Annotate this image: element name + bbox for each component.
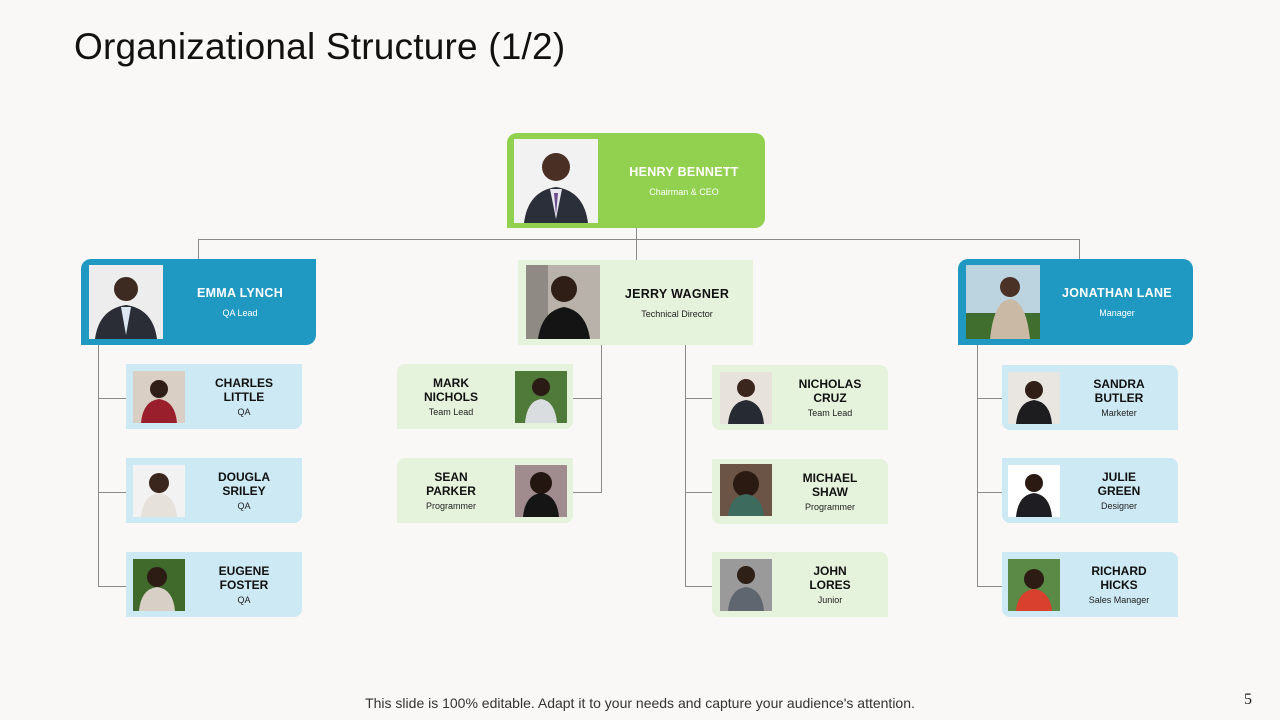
- manager-photo: [526, 265, 600, 339]
- employee-name: MICHAEL SHAW: [802, 471, 858, 499]
- employee-name: JULIE GREEN: [1097, 470, 1141, 498]
- employee-photo: [1008, 465, 1060, 517]
- employee-role: QA: [237, 407, 251, 417]
- employee-role: Programmer: [425, 501, 476, 511]
- manager-card-jerry-wagner[interactable]: JERRY WAGNER Technical Director: [518, 260, 753, 345]
- slide-footer: This slide is 100% editable. Adapt it to…: [365, 695, 915, 711]
- employee-role: Sales Manager: [1088, 595, 1150, 605]
- employee-photo: [515, 371, 567, 423]
- manager-role: Manager: [1099, 308, 1135, 318]
- employee-photo: [133, 465, 185, 517]
- employee-role: Team Lead: [428, 407, 474, 417]
- employee-photo: [133, 371, 185, 423]
- employee-photo: [515, 465, 567, 517]
- employee-name: SEAN PARKER: [426, 470, 476, 498]
- employee-card-dougla-sriley[interactable]: DOUGLA SRILEY QA: [126, 458, 302, 523]
- employee-role: Junior: [817, 595, 843, 605]
- employee-photo: [1008, 559, 1060, 611]
- employee-name: EUGENE FOSTER: [218, 564, 270, 592]
- employee-card-sandra-butler[interactable]: SANDRA BUTLER Marketer: [1002, 365, 1178, 430]
- employee-role: Team Lead: [807, 408, 853, 418]
- employee-card-mark-nichols[interactable]: MARK NICHOLS Team Lead: [397, 364, 573, 429]
- employee-photo: [133, 559, 185, 611]
- employee-role: Programmer: [804, 502, 855, 512]
- employee-photo: [720, 372, 772, 424]
- employee-card-nicholas-cruz[interactable]: NICHOLAS CRUZ Team Lead: [712, 365, 888, 430]
- employee-name: DOUGLA SRILEY: [218, 470, 270, 498]
- ceo-photo: [514, 139, 598, 223]
- manager-role: Technical Director: [641, 308, 713, 319]
- employee-name: NICHOLAS CRUZ: [798, 377, 862, 405]
- employee-card-michael-shaw[interactable]: MICHAEL SHAW Programmer: [712, 459, 888, 524]
- employee-role: QA: [237, 595, 251, 605]
- manager-photo: [966, 265, 1040, 339]
- employee-name: SANDRA BUTLER: [1093, 377, 1145, 405]
- ceo-role: Chairman & CEO: [649, 186, 719, 197]
- employee-role: Marketer: [1101, 408, 1137, 418]
- manager-card-jonathan-lane[interactable]: JONATHAN LANE Manager: [958, 259, 1193, 345]
- manager-name: JONATHAN LANE: [1062, 286, 1172, 300]
- employee-card-john-lores[interactable]: JOHN LORES Junior: [712, 552, 888, 617]
- manager-name: EMMA LYNCH: [196, 286, 284, 300]
- ceo-card[interactable]: HENRY BENNETT Chairman & CEO: [507, 133, 765, 228]
- employee-name: RICHARD HICKS: [1091, 564, 1147, 592]
- employee-role: Designer: [1100, 501, 1138, 511]
- page-number: 5: [1244, 691, 1252, 708]
- employee-name: MARK NICHOLS: [424, 376, 478, 404]
- ceo-name: HENRY BENNETT: [629, 164, 739, 179]
- employee-photo: [720, 559, 772, 611]
- employee-photo: [1008, 372, 1060, 424]
- employee-name: JOHN LORES: [809, 564, 851, 592]
- manager-name: JERRY WAGNER: [624, 286, 730, 301]
- employee-role: QA: [237, 501, 251, 511]
- employee-photo: [720, 464, 772, 516]
- employee-card-charles-little[interactable]: CHARLES LITTLE QA: [126, 364, 302, 429]
- employee-card-richard-hicks[interactable]: RICHARD HICKS Sales Manager: [1002, 552, 1178, 617]
- manager-card-emma-lynch[interactable]: EMMA LYNCH QA Lead: [81, 259, 316, 345]
- manager-role: QA Lead: [222, 308, 258, 318]
- employee-name: CHARLES LITTLE: [214, 376, 273, 404]
- slide-title: Organizational Structure (1/2): [74, 26, 566, 67]
- employee-card-eugene-foster[interactable]: EUGENE FOSTER QA: [126, 552, 302, 617]
- manager-photo: [89, 265, 163, 339]
- employee-card-julie-green[interactable]: JULIE GREEN Designer: [1002, 458, 1178, 523]
- employee-card-sean-parker[interactable]: SEAN PARKER Programmer: [397, 458, 573, 523]
